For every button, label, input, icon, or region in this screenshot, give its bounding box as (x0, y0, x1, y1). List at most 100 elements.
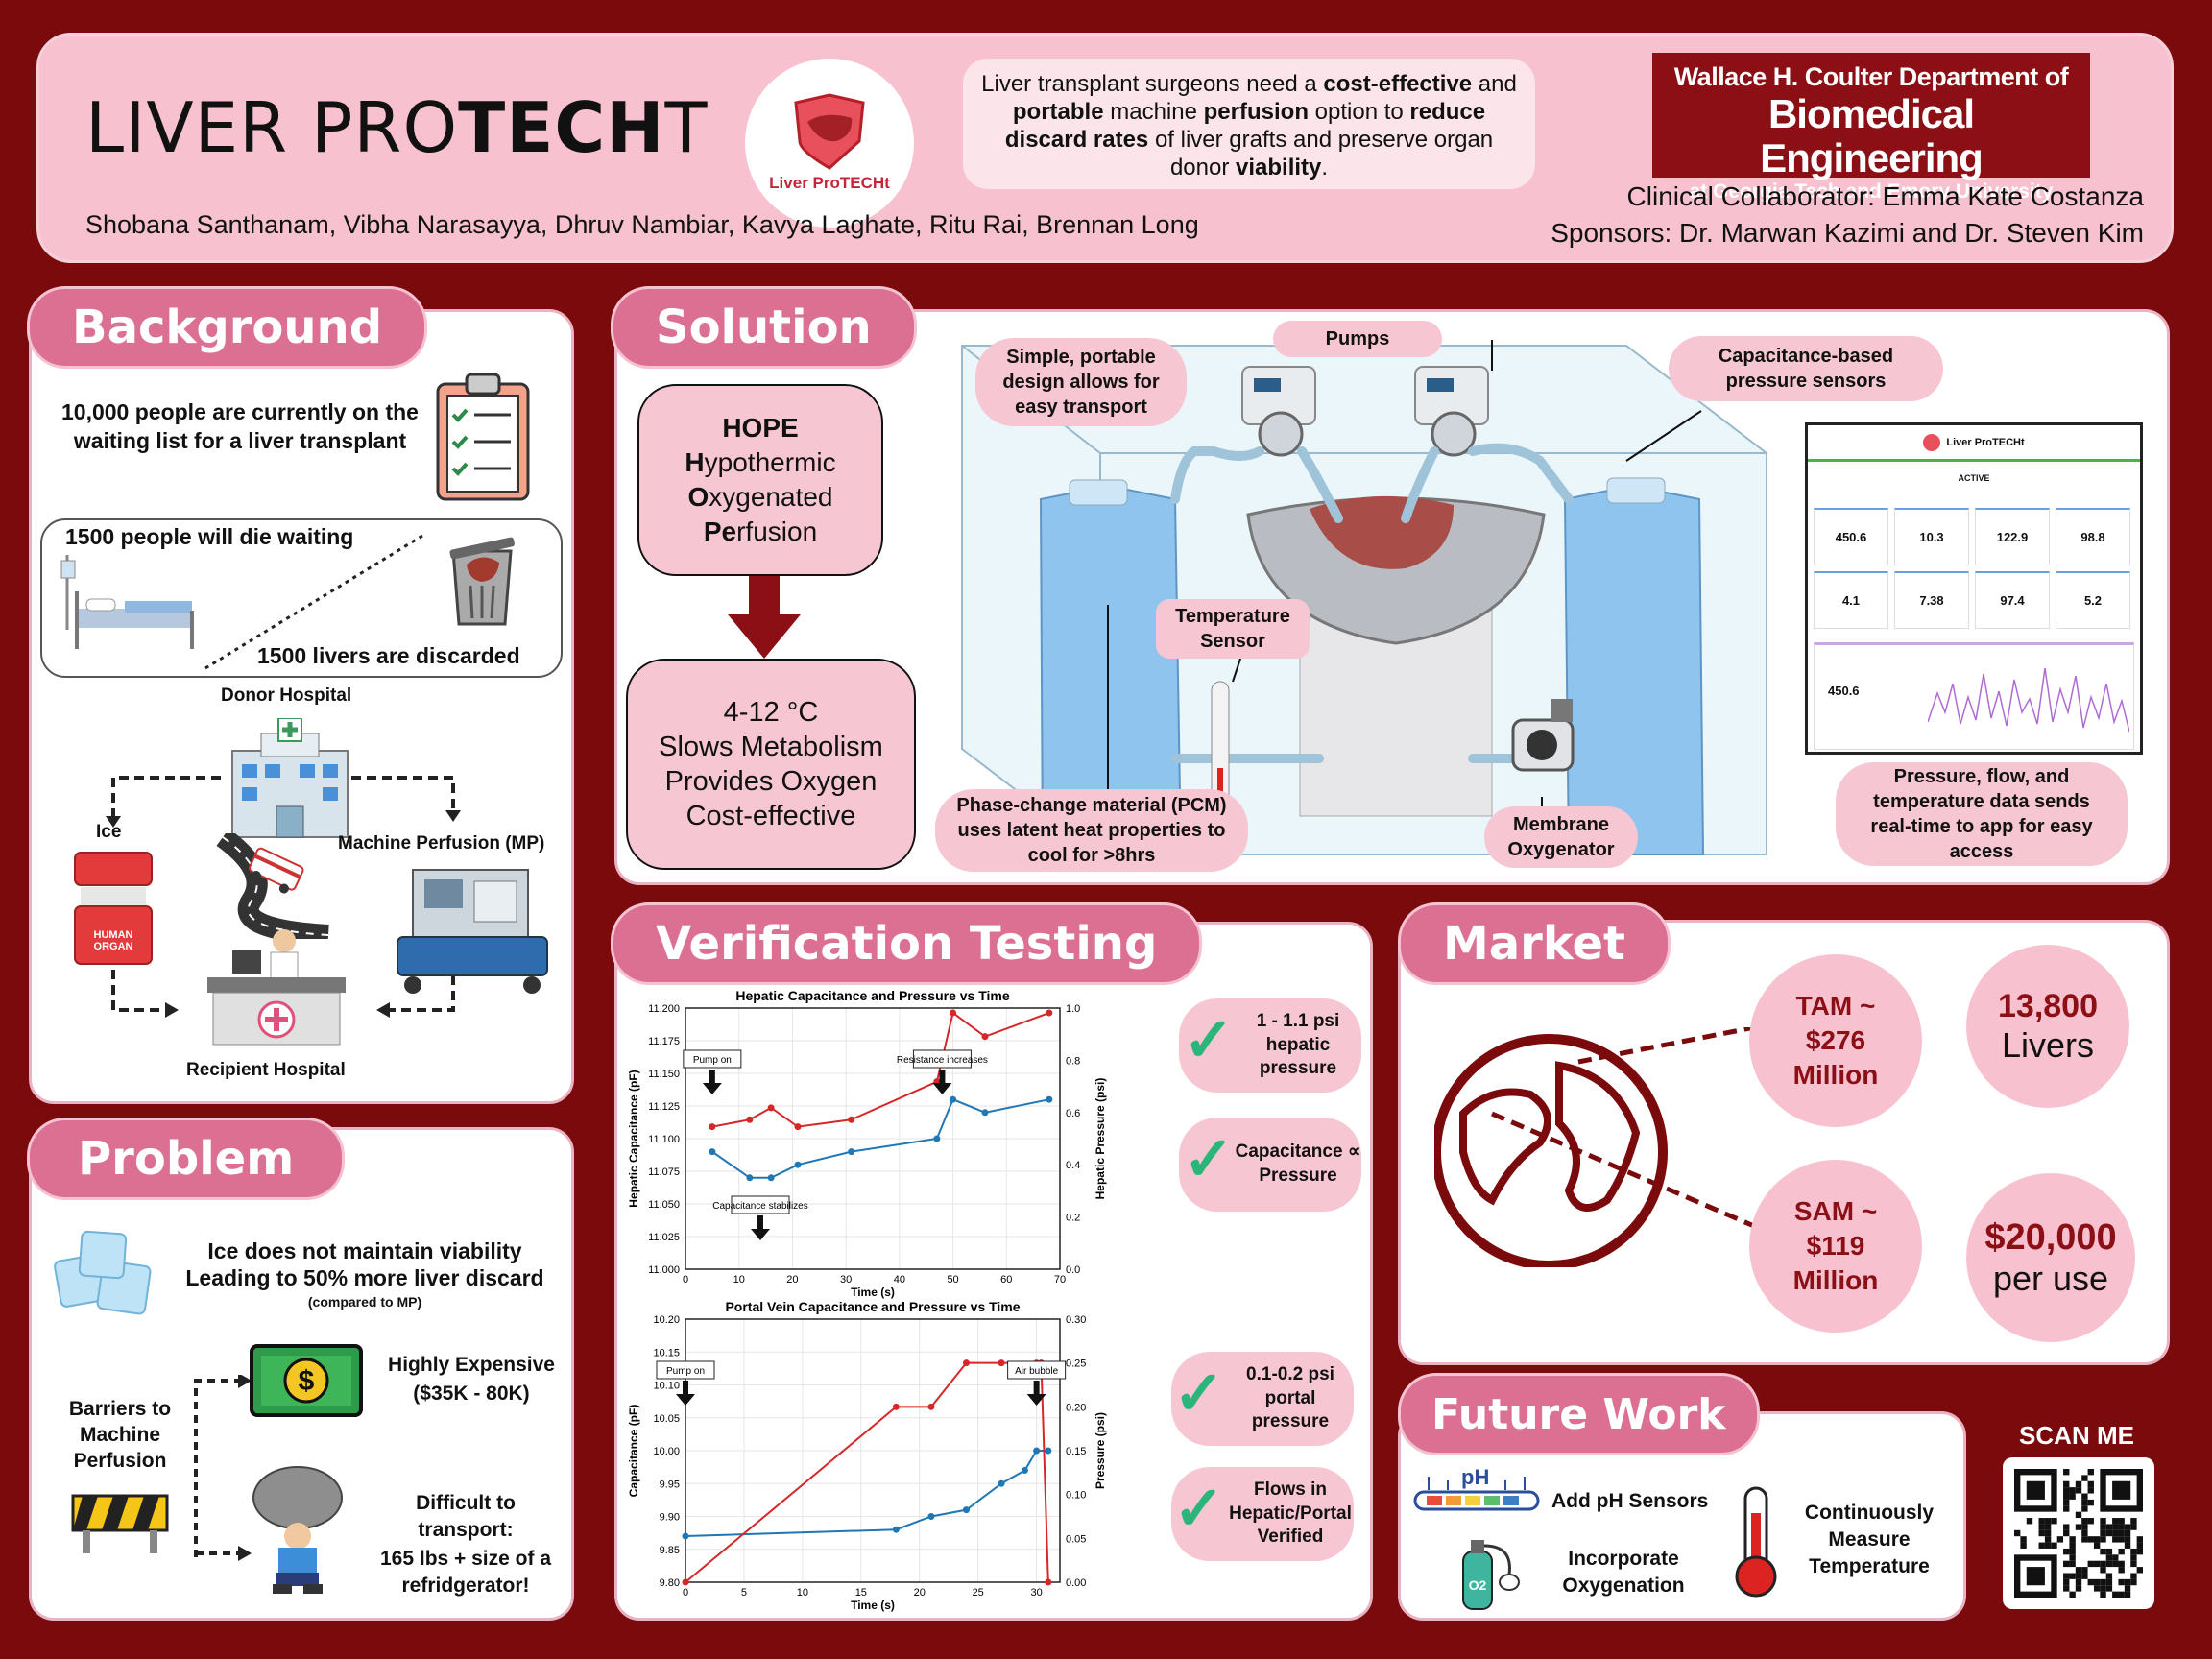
capacitance-sensor-label: Capacitance-based pressure sensors (1669, 336, 1943, 401)
qr-module (2087, 1469, 2094, 1476)
data-point (709, 1123, 716, 1131)
y-tick-label: 10.10 (653, 1381, 680, 1392)
qr-module (2069, 1573, 2076, 1579)
pumps-label: Pumps (1273, 321, 1442, 357)
qr-module (2105, 1585, 2113, 1592)
x-tick-label: 20 (786, 1274, 798, 1286)
x-tick-label: 10 (797, 1587, 808, 1599)
y2-tick-label: 0.05 (1066, 1533, 1086, 1545)
data-point (998, 1359, 1005, 1367)
livers-circle: 13,800 Livers (1966, 945, 2129, 1108)
y2-axis-label: Hepatic Pressure (psi) (1094, 1078, 1107, 1200)
organ-cooler-icon (74, 852, 153, 965)
clipboard-icon (436, 373, 530, 501)
y2-tick-label: 1.0 (1066, 1003, 1080, 1015)
annotation-arrow (702, 1070, 722, 1094)
qr-module (2105, 1529, 2113, 1537)
y2-tick-label: 0.30 (1066, 1314, 1086, 1326)
thermometer-icon (1735, 1486, 1777, 1598)
construction-barrier-icon (71, 1494, 169, 1553)
checkmark-icon: ✓ (1173, 1358, 1225, 1428)
chart-title: Hepatic Capacitance and Pressure vs Time (735, 988, 1010, 1003)
data-point (767, 1174, 775, 1182)
qr-module (2130, 1573, 2137, 1579)
problem-statement: Liver transplant surgeons need a cost-ef… (963, 59, 1535, 189)
qr-module (2118, 1560, 2125, 1568)
y-tick-label: 11.050 (648, 1199, 680, 1211)
qr-module (2136, 1536, 2143, 1543)
chart-title: Portal Vein Capacitance and Pressure vs … (725, 1299, 1020, 1314)
authors: Shobana Santhanam, Vibha Narasayya, Dhru… (85, 210, 1199, 239)
y2-tick-label: 0.6 (1066, 1108, 1080, 1119)
qr-module (2075, 1578, 2082, 1586)
y-axis-label: Capacitance (pF) (627, 1405, 640, 1498)
x-tick-label: 60 (1000, 1274, 1012, 1286)
pcm-label: Phase-change material (PCM) uses latent … (935, 789, 1248, 872)
annotation-box (1007, 1360, 1067, 1380)
qr-module (2075, 1487, 2082, 1494)
die-waiting-fact: 1500 people will die waiting (65, 524, 354, 549)
qr-module (2100, 1567, 2106, 1574)
annotation: Capacitance stabilizes (712, 1195, 808, 1240)
annotation-box (656, 1360, 715, 1380)
portable-label: Simple, portable design allows for easy … (975, 338, 1187, 426)
annotation: Pump on (656, 1360, 715, 1406)
x-tick-label: 40 (894, 1274, 905, 1286)
qr-module (2118, 1524, 2125, 1530)
annotation: Air bubble (1007, 1360, 1067, 1406)
qr-module (2063, 1548, 2070, 1555)
qr-module (2136, 1567, 2143, 1574)
qr-module (2063, 1469, 2070, 1476)
qr-module (2069, 1542, 2076, 1549)
qr-module (2063, 1487, 2070, 1494)
y-tick-label: 10.20 (653, 1314, 680, 1326)
qr-module (2063, 1560, 2070, 1568)
ph-sensor-label: Add pH Sensors (1551, 1490, 1709, 1512)
checkmark-icon: ✓ (1173, 1474, 1225, 1543)
hepatic-chart: Hepatic Capacitance and Pressure vs Time… (627, 988, 1107, 1299)
app-data-label: Pressure, flow, and temperature data sen… (1836, 762, 2128, 866)
recipient-hospital-label: Recipient Hospital (186, 1060, 346, 1080)
qr-module (2093, 1585, 2101, 1592)
qr-module (2124, 1542, 2131, 1549)
app-logo-icon (1923, 433, 1941, 451)
y2-tick-label: 0.20 (1066, 1402, 1086, 1413)
hospital-bed-icon (60, 555, 194, 649)
y-tick-label: 10.15 (653, 1347, 680, 1358)
barrier-arrows (194, 1375, 252, 1561)
qr-module (2124, 1585, 2131, 1592)
qr-module (2093, 1536, 2101, 1543)
market-tab: Market (1398, 902, 1671, 985)
y2-tick-label: 0.2 (1066, 1213, 1080, 1224)
data-point (998, 1479, 1005, 1487)
x-axis-label: Time (s) (851, 1286, 895, 1299)
x-tick-label: 10 (733, 1274, 745, 1286)
x-tick-label: 50 (947, 1274, 958, 1286)
qr-code[interactable] (2003, 1457, 2154, 1609)
check-portal-pressure: 0.1-0.2 psi portal pressure (1171, 1352, 1354, 1446)
qr-module (2100, 1591, 2106, 1598)
y-tick-label: 11.075 (648, 1166, 680, 1178)
y-tick-label: 10.00 (653, 1446, 680, 1457)
x-tick-label: 20 (914, 1587, 926, 1599)
annotation-label: Pump on (666, 1366, 705, 1377)
qr-module (2100, 1529, 2106, 1537)
annotation-arrow (932, 1070, 952, 1094)
data-point (794, 1161, 802, 1168)
qr-module (2112, 1536, 2119, 1543)
data-point (682, 1532, 689, 1540)
qr-module (2100, 1548, 2106, 1555)
app-tile: 122.9 (1975, 508, 2050, 565)
y2-tick-label: 0.00 (1066, 1577, 1086, 1589)
qr-module (2118, 1591, 2125, 1598)
qr-module (2136, 1548, 2143, 1555)
qr-module (2087, 1518, 2094, 1525)
data-point (1033, 1447, 1041, 1455)
liver-shield-icon (794, 93, 865, 170)
check-flows-verified: Flows in Hepatic/Portal Verified (1171, 1467, 1354, 1561)
qr-module (2038, 1524, 2045, 1530)
app-header: Liver ProTECHt (1808, 425, 2140, 462)
qr-module (2014, 1529, 2021, 1537)
qr-module (2130, 1554, 2137, 1561)
app-tile: 97.4 (1975, 571, 2050, 629)
